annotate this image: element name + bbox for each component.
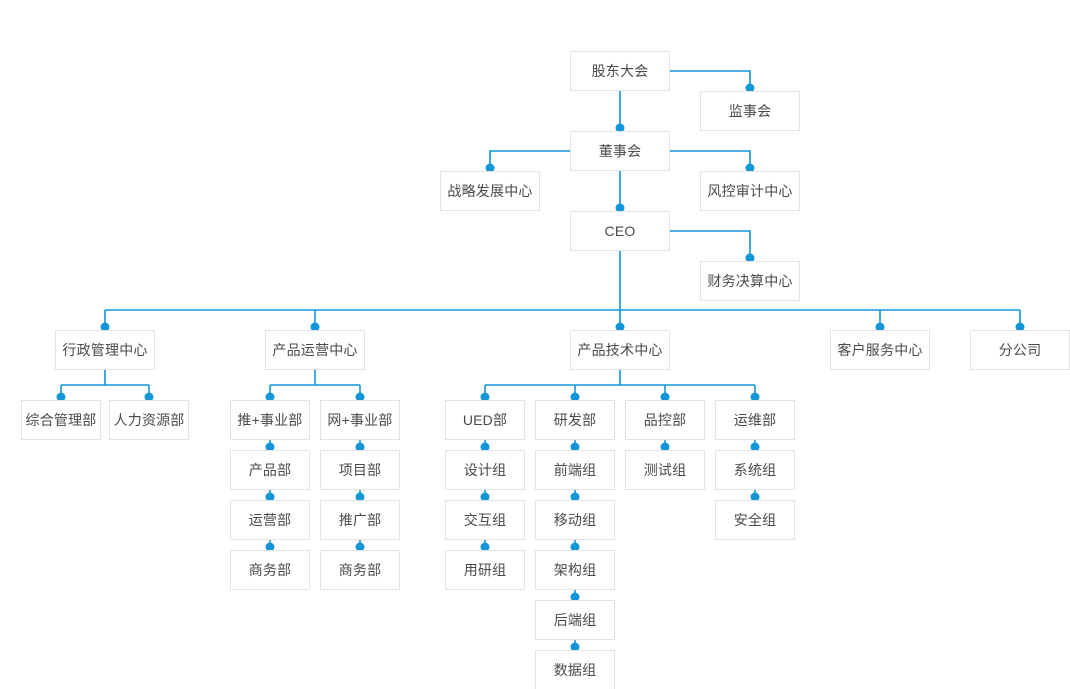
org-node[interactable]: 设计组 bbox=[445, 450, 525, 490]
org-node-label: 前端组 bbox=[553, 462, 597, 478]
org-node-label: 监事会 bbox=[728, 103, 772, 119]
org-node-label: 商务部 bbox=[338, 562, 382, 578]
org-node[interactable]: 董事会 bbox=[570, 131, 670, 171]
org-node-label: 品控部 bbox=[643, 412, 687, 428]
org-node-label: UED部 bbox=[462, 412, 508, 428]
org-node-label: 战略发展中心 bbox=[447, 183, 533, 199]
org-node-label: 运维部 bbox=[733, 412, 777, 428]
org-node-label: 网+事业部 bbox=[327, 412, 393, 428]
org-node[interactable]: 产品运营中心 bbox=[265, 330, 365, 370]
org-node[interactable]: 推+事业部 bbox=[230, 400, 310, 440]
org-node-label: 设计组 bbox=[463, 462, 507, 478]
org-node[interactable]: 风控审计中心 bbox=[700, 171, 800, 211]
org-node-label: 交互组 bbox=[463, 512, 507, 528]
org-node[interactable]: UED部 bbox=[445, 400, 525, 440]
org-node[interactable]: 商务部 bbox=[320, 550, 400, 590]
org-node[interactable]: 项目部 bbox=[320, 450, 400, 490]
org-node[interactable]: 测试组 bbox=[625, 450, 705, 490]
connector-board-to-risk bbox=[670, 150, 751, 168]
org-node-label: 推广部 bbox=[338, 512, 382, 528]
org-node-label: 后端组 bbox=[553, 612, 597, 628]
org-node[interactable]: 股东大会 bbox=[570, 51, 670, 91]
org-node-label: 数据组 bbox=[553, 662, 597, 678]
org-node[interactable]: 推广部 bbox=[320, 500, 400, 540]
connector-board-to-strategy bbox=[489, 150, 570, 168]
org-node-label: 分公司 bbox=[998, 342, 1042, 358]
org-node[interactable]: 移动组 bbox=[535, 500, 615, 540]
org-node-label: 推+事业部 bbox=[237, 412, 303, 428]
org-node[interactable]: 品控部 bbox=[625, 400, 705, 440]
org-node[interactable]: 运维部 bbox=[715, 400, 795, 440]
org-node[interactable]: 财务决算中心 bbox=[700, 261, 800, 301]
org-node-label: 产品运营中心 bbox=[272, 342, 358, 358]
org-node[interactable]: 分公司 bbox=[970, 330, 1070, 370]
org-node[interactable]: 监事会 bbox=[700, 91, 800, 131]
org-node[interactable]: 研发部 bbox=[535, 400, 615, 440]
org-node-label: 用研组 bbox=[463, 562, 507, 578]
org-node[interactable]: 交互组 bbox=[445, 500, 525, 540]
org-node[interactable]: 前端组 bbox=[535, 450, 615, 490]
org-node-label: 移动组 bbox=[553, 512, 597, 528]
org-node-label: 董事会 bbox=[598, 143, 642, 159]
org-node-label: 测试组 bbox=[643, 462, 687, 478]
org-node-label: 综合管理部 bbox=[25, 412, 97, 428]
org-node-label: 研发部 bbox=[553, 412, 597, 428]
org-node-label: 系统组 bbox=[733, 462, 777, 478]
org-node-label: 行政管理中心 bbox=[62, 342, 148, 358]
org-node-label: 项目部 bbox=[338, 462, 382, 478]
org-node-label: 人力资源部 bbox=[113, 412, 185, 428]
org-node-label: 安全组 bbox=[733, 512, 777, 528]
connector-ceo-to-finance bbox=[670, 230, 751, 258]
org-node[interactable]: 产品部 bbox=[230, 450, 310, 490]
connector-shareholders-to-supervisors bbox=[670, 70, 751, 88]
org-node[interactable]: 行政管理中心 bbox=[55, 330, 155, 370]
org-node[interactable]: 战略发展中心 bbox=[440, 171, 540, 211]
org-node[interactable]: 网+事业部 bbox=[320, 400, 400, 440]
org-node[interactable]: 综合管理部 bbox=[21, 400, 101, 440]
org-node[interactable]: 架构组 bbox=[535, 550, 615, 590]
org-node-label: 架构组 bbox=[553, 562, 597, 578]
org-node[interactable]: CEO bbox=[570, 211, 670, 251]
org-node-label: 财务决算中心 bbox=[707, 273, 793, 289]
org-node-label: 风控审计中心 bbox=[707, 183, 793, 199]
org-node-label: 运营部 bbox=[248, 512, 292, 528]
org-node-label: 股东大会 bbox=[591, 63, 649, 79]
org-node[interactable]: 商务部 bbox=[230, 550, 310, 590]
org-node-label: 商务部 bbox=[248, 562, 292, 578]
org-node-label: 产品技术中心 bbox=[577, 342, 663, 358]
org-node[interactable]: 产品技术中心 bbox=[570, 330, 670, 370]
org-node[interactable]: 系统组 bbox=[715, 450, 795, 490]
org-node-label: 产品部 bbox=[248, 462, 292, 478]
org-node[interactable]: 运营部 bbox=[230, 500, 310, 540]
org-node[interactable]: 安全组 bbox=[715, 500, 795, 540]
org-node[interactable]: 后端组 bbox=[535, 600, 615, 640]
org-node-label: 客户服务中心 bbox=[837, 342, 923, 358]
org-node-label: CEO bbox=[604, 223, 636, 239]
org-node[interactable]: 客户服务中心 bbox=[830, 330, 930, 370]
org-node[interactable]: 数据组 bbox=[535, 650, 615, 689]
org-node[interactable]: 人力资源部 bbox=[109, 400, 189, 440]
org-node[interactable]: 用研组 bbox=[445, 550, 525, 590]
